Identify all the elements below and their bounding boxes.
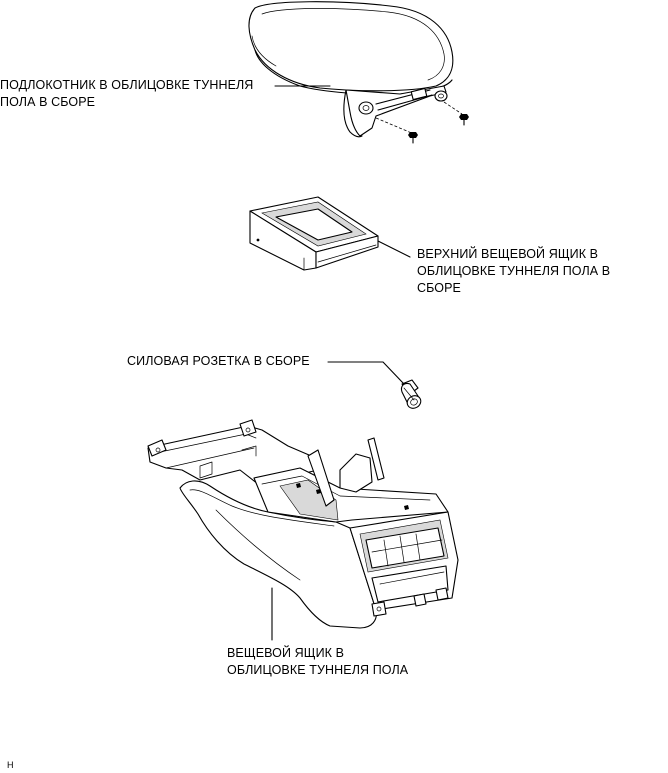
console-box-part [147,419,459,629]
power-socket-label-line-1: СИЛОВАЯ РОЗЕТКА В СБОРЕ [127,354,310,368]
page-mark: H [7,760,14,770]
power-socket-part [400,379,422,409]
armrest-label-line-1: ПОДЛОКОТНИК В ОБЛИЦОВКЕ ТУННЕЛЯ [0,78,254,92]
upper-box-part [249,196,379,271]
screw-icon [408,132,418,144]
upper-box-label: ВЕРХНИЙ ВЕЩЕВОЙ ЯЩИК В ОБЛИЦОВКЕ ТУННЕЛЯ… [417,246,610,297]
armrest-label-line-2: ПОЛА В СБОРЕ [0,95,96,109]
console-box-label-line-2: ОБЛИЦОВКЕ ТУННЕЛЯ ПОЛА [227,663,409,677]
upper-box-label-line-2: ОБЛИЦОВКЕ ТУННЕЛЯ ПОЛА В [417,264,611,278]
armrest-label: ПОДЛОКОТНИК В ОБЛИЦОВКЕ ТУННЕЛЯ ПОЛА В С… [0,77,253,111]
console-box-label-line-1: ВЕЩЕВОЙ ЯЩИК В [227,646,345,660]
console-box-label: ВЕЩЕВОЙ ЯЩИК В ОБЛИЦОВКЕ ТУННЕЛЯ ПОЛА [227,645,408,679]
power-socket-label: СИЛОВАЯ РОЗЕТКА В СБОРЕ [127,353,310,370]
upper-box-label-line-3: СБОРЕ [417,281,461,295]
upper-box-label-line-1: ВЕРХНИЙ ВЕЩЕВОЙ ЯЩИК В [417,247,599,261]
screw-icon [459,114,469,126]
armrest-part [248,1,469,144]
